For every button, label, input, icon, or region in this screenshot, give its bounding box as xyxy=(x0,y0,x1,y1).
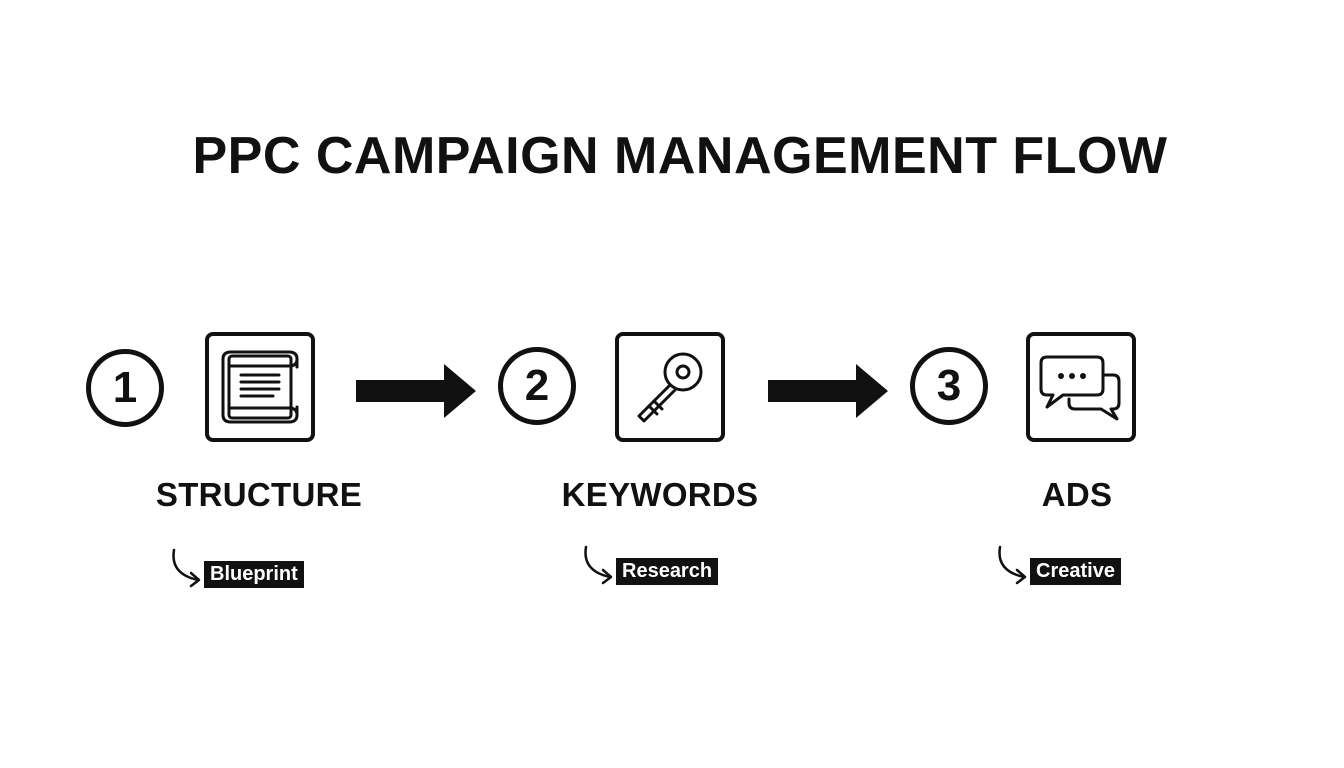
step-2-number: 2 xyxy=(498,347,576,425)
curved-arrow-3-icon xyxy=(998,545,1027,585)
curved-arrow-2-icon xyxy=(584,545,613,585)
step-3-tag: Creative xyxy=(1030,558,1121,585)
diagram-title: PPC CAMPAIGN MANAGEMENT FLOW xyxy=(192,127,1168,185)
step-1-icon-box xyxy=(205,332,315,442)
arrow-right-1-icon xyxy=(356,364,476,418)
step-3-label: ADS xyxy=(1041,476,1113,513)
step-1-tag: Blueprint xyxy=(204,561,304,588)
step-1-number: 1 xyxy=(86,349,164,427)
arrow-right-2-icon xyxy=(768,364,888,418)
step-1-label: STRUCTURE xyxy=(155,476,363,513)
curved-arrow-1-icon xyxy=(172,548,201,588)
step-3-icon-box xyxy=(1026,332,1136,442)
scroll-document-icon xyxy=(221,350,299,424)
key-icon xyxy=(637,352,703,423)
step-1-subtag: Blueprint xyxy=(168,548,304,588)
step-2-tag: Research xyxy=(616,558,719,585)
step-3-subtag: Creative xyxy=(994,545,1121,585)
chat-bubbles-icon xyxy=(1039,355,1121,421)
step-2-subtag: Research xyxy=(580,545,719,585)
step-2-icon-box xyxy=(615,332,725,442)
step-2-label: KEYWORDS xyxy=(561,476,759,513)
step-3-number: 3 xyxy=(910,347,988,425)
